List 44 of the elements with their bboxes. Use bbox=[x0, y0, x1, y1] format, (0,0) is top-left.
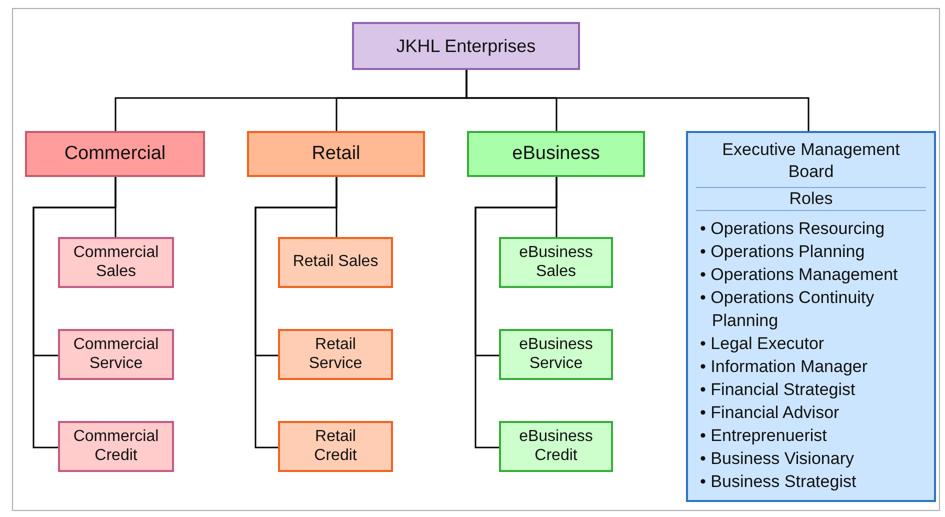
node-label: eBusiness Sales bbox=[518, 244, 594, 281]
board-title: Executive Management Board bbox=[721, 139, 901, 183]
role-item: • Operations Management bbox=[700, 264, 899, 286]
division-box bbox=[247, 131, 425, 177]
role-item: • Operations Continuity Planning bbox=[700, 287, 876, 332]
unit-box bbox=[499, 237, 613, 288]
role-item: • Operations Resourcing bbox=[700, 218, 886, 240]
node-label: eBusiness Credit bbox=[518, 428, 594, 465]
node-label: Retail bbox=[312, 143, 360, 165]
company-box bbox=[352, 22, 580, 70]
role-item: • Business Visionary bbox=[700, 448, 855, 470]
role-item: • Operations Planning bbox=[700, 241, 866, 263]
connector-line bbox=[254, 177, 338, 448]
role-item: • Entreprenuerist bbox=[700, 425, 828, 447]
connector-line bbox=[32, 177, 116, 448]
node-label: Retail Credit bbox=[313, 428, 358, 465]
connector-line bbox=[474, 177, 558, 448]
unit-box bbox=[278, 237, 393, 288]
node-label: Retail Sales bbox=[292, 253, 378, 272]
node-label: eBusiness Service bbox=[518, 336, 594, 373]
division-box bbox=[467, 131, 645, 177]
unit-box bbox=[58, 329, 174, 380]
unit-box bbox=[499, 329, 613, 380]
role-item: • Financial Advisor bbox=[700, 402, 840, 424]
connector-line bbox=[466, 70, 810, 131]
role-item: • Business Strategist bbox=[700, 471, 858, 493]
node-label: JKHL Enterprises bbox=[396, 36, 536, 56]
unit-box bbox=[278, 421, 393, 472]
node-label: Commercial Credit bbox=[73, 428, 159, 465]
board-panel bbox=[686, 131, 936, 502]
node-label: Commercial Service bbox=[73, 336, 159, 373]
unit-box bbox=[58, 237, 174, 288]
unit-box bbox=[58, 421, 174, 472]
node-label: Commercial bbox=[64, 143, 166, 165]
node-label: eBusiness bbox=[512, 143, 600, 165]
role-item: • Financial Strategist bbox=[700, 379, 856, 401]
node-label: Retail Service bbox=[308, 336, 364, 373]
role-item: • Legal Executor bbox=[700, 333, 826, 355]
unit-box bbox=[278, 329, 393, 380]
section-heading: Roles bbox=[696, 187, 926, 211]
unit-box bbox=[499, 421, 613, 472]
role-item: • Information Manager bbox=[700, 356, 869, 378]
node-label: Commercial Sales bbox=[73, 244, 159, 281]
division-box bbox=[25, 131, 205, 177]
